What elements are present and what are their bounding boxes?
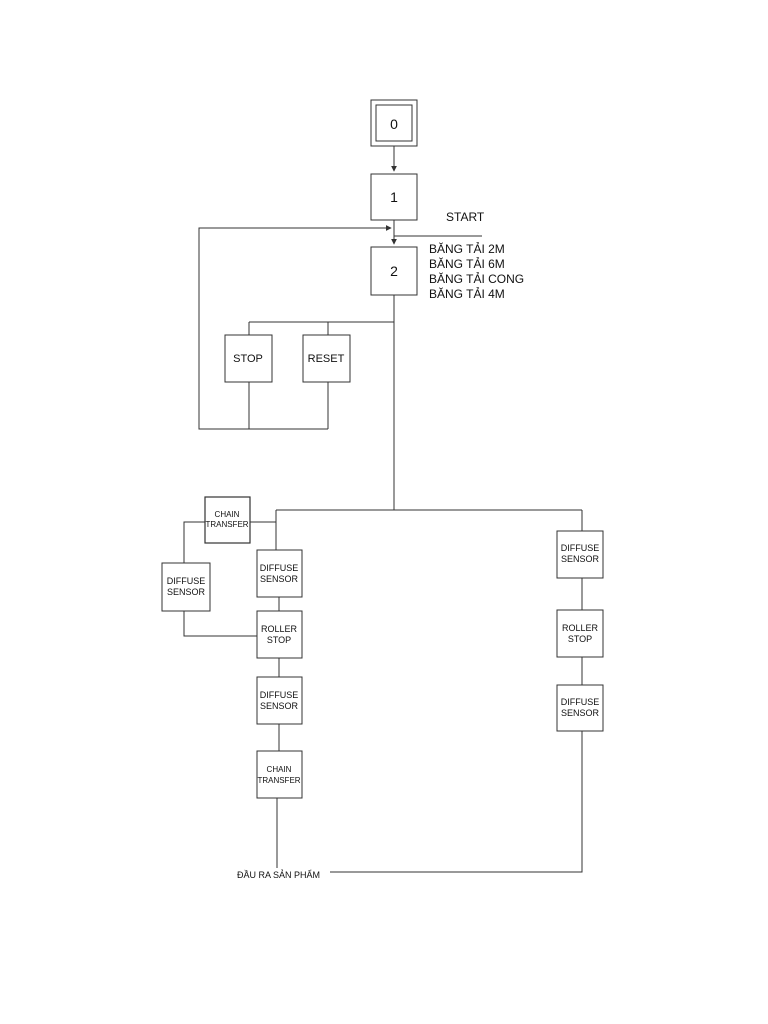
step-0-label: 0 bbox=[390, 116, 398, 132]
right-diffuse-sensor-1-line1: DIFFUSE bbox=[561, 543, 600, 553]
left-roller-stop-line2: STOP bbox=[267, 635, 291, 645]
left-diffuse-sensor-1-line1: DIFFUSE bbox=[260, 563, 299, 573]
loop-back-line bbox=[198, 225, 392, 430]
right-diffuse-sensor-1-line2: SENSOR bbox=[561, 554, 600, 564]
chain-transfer-bottom-line1: CHAIN bbox=[267, 765, 292, 774]
chain-transfer-bottom-box: CHAIN TRANSFER bbox=[256, 750, 303, 799]
right-roller-stop-line2: STOP bbox=[568, 634, 592, 644]
right-roller-stop-box: ROLLER STOP bbox=[556, 609, 604, 658]
right-diffuse-sensor-2-line2: SENSOR bbox=[561, 708, 600, 718]
left-diffuse-sensor-2-box: DIFFUSE SENSOR bbox=[256, 676, 303, 725]
left-roller-stop-box: ROLLER STOP bbox=[256, 610, 303, 659]
right-output-line bbox=[330, 731, 583, 873]
diffuse-sensor-side-box: DIFFUSE SENSOR bbox=[161, 562, 211, 612]
left-diffuse-sensor-1-line2: SENSOR bbox=[260, 574, 299, 584]
left-diffuse-sensor-1-box: DIFFUSE SENSOR bbox=[256, 549, 303, 598]
chain-transfer-bottom-line2: TRANSFER bbox=[257, 776, 300, 785]
diffuse-sensor-side-line2: SENSOR bbox=[167, 587, 206, 597]
action-2: BĂNG TẢI 6M bbox=[429, 256, 505, 271]
chain-transfer-top-line2: TRANSFER bbox=[205, 520, 248, 529]
action-3: BĂNG TẢI CONG bbox=[429, 271, 524, 286]
right-diffuse-sensor-2-line1: DIFFUSE bbox=[561, 697, 600, 707]
side-loop-top bbox=[183, 521, 205, 563]
action-1: BĂNG TẢI 2M bbox=[429, 241, 505, 256]
step-2: 2 bbox=[370, 246, 418, 296]
left-diffuse-sensor-2-line2: SENSOR bbox=[260, 701, 299, 711]
right-diffuse-sensor-1-box: DIFFUSE SENSOR bbox=[556, 530, 604, 579]
left-diffuse-sensor-2-line1: DIFFUSE bbox=[260, 690, 299, 700]
step-2-actions: BĂNG TẢI 2M BĂNG TẢI 6M BĂNG TẢI CONG BĂ… bbox=[429, 241, 524, 301]
reset-label: RESET bbox=[308, 353, 345, 365]
step-2-label: 2 bbox=[390, 263, 398, 279]
step-1-label: 1 bbox=[390, 189, 398, 205]
step-0: 0 bbox=[370, 99, 418, 147]
diffuse-sensor-side-line1: DIFFUSE bbox=[167, 576, 206, 586]
right-diffuse-sensor-2-box: DIFFUSE SENSOR bbox=[556, 684, 604, 732]
stop-box: STOP bbox=[224, 334, 273, 383]
start-transition-label: START bbox=[446, 210, 485, 224]
step-1: 1 bbox=[370, 173, 418, 221]
stop-label: STOP bbox=[233, 353, 263, 365]
chain-transfer-top-line1: CHAIN bbox=[215, 510, 240, 519]
side-loop-bottom bbox=[183, 611, 257, 637]
reset-box: RESET bbox=[302, 334, 351, 383]
output-label: ĐẦU RA SẢN PHẨM bbox=[237, 869, 320, 880]
left-roller-stop-line1: ROLLER bbox=[261, 624, 298, 634]
chain-transfer-top-box: CHAIN TRANSFER bbox=[204, 496, 251, 544]
action-4: BĂNG TẢI 4M bbox=[429, 286, 505, 301]
right-roller-stop-line1: ROLLER bbox=[562, 623, 599, 633]
